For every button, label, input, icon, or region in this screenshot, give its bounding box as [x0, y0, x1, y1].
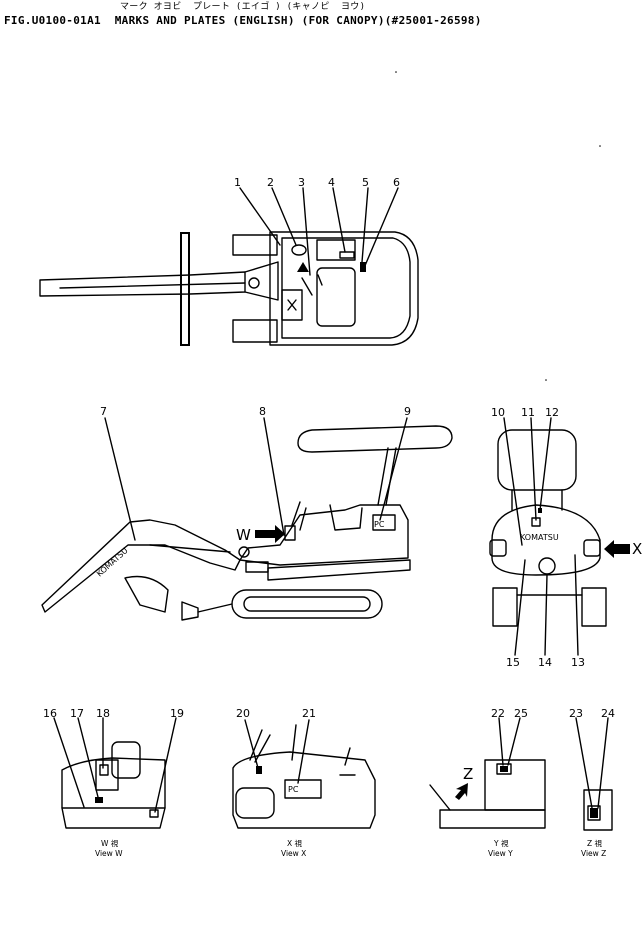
view-y-caption-kanji: Y 視	[493, 839, 509, 848]
plate-2	[291, 244, 307, 256]
callout-14: 14	[538, 656, 552, 669]
view-w-caption: View W	[95, 849, 123, 858]
view-z-caption: View Z	[581, 849, 606, 858]
view-y-body	[484, 759, 546, 811]
callout-12: 12	[545, 406, 559, 419]
callout-17: 17	[70, 707, 84, 720]
callout-15: 15	[506, 656, 520, 669]
view-x: PC 20 21 X 視 View X	[232, 707, 376, 858]
canopy-roof	[297, 425, 453, 453]
view-z-arrow	[455, 783, 468, 800]
track-bottom	[232, 319, 278, 343]
view-x-caption: View X	[281, 849, 306, 858]
callout-25: 25	[514, 707, 528, 720]
rear-track-right	[581, 587, 607, 627]
callout-7: 7	[100, 405, 107, 418]
callout-4: 4	[328, 176, 335, 189]
pc-mark: PC	[374, 520, 385, 529]
callout-9: 9	[404, 405, 411, 418]
view-w-arrow	[255, 525, 285, 543]
view-y-caption: View Y	[488, 849, 513, 858]
view-w: 16 17 18 19 W 視 View W	[43, 707, 184, 858]
callout-20: 20	[236, 707, 250, 720]
callout-1: 1	[234, 176, 241, 189]
upper-body	[239, 504, 409, 566]
title-japanese: マーク オヨビ プレート (エイゴ ) (キャノピ ヨウ)	[120, 2, 366, 12]
callout-2: 2	[267, 176, 274, 189]
view-x-pc-plate	[284, 779, 322, 799]
callout-19: 19	[170, 707, 184, 720]
blade-outline	[180, 232, 190, 346]
bucket	[124, 575, 169, 613]
callout-13: 13	[571, 656, 585, 669]
figure-title: FIG.U0100-01A1 MARKS AND PLATES (ENGLISH…	[4, 14, 482, 27]
callout-8: 8	[259, 405, 266, 418]
callout-3: 3	[298, 176, 305, 189]
callout-5: 5	[362, 176, 369, 189]
view-z-body	[583, 789, 613, 831]
view-z: 23 24 Z 視 View Z	[569, 707, 615, 858]
view-z-caption-kanji: Z 視	[587, 839, 603, 848]
track-top	[232, 234, 278, 256]
plate-5	[360, 262, 366, 272]
plate-4	[339, 251, 355, 259]
view-x-body	[232, 751, 376, 829]
boom	[41, 519, 241, 613]
view-w-label: W	[236, 526, 251, 544]
callout-11: 11	[521, 406, 535, 419]
pc-plate	[372, 514, 396, 531]
view-w-caption-kanji: W 視	[101, 839, 119, 848]
svg-text:PC: PC	[288, 785, 299, 794]
side-track	[231, 589, 383, 619]
callout-18: 18	[96, 707, 110, 720]
callout-24: 24	[601, 707, 615, 720]
callout-16: 16	[43, 707, 57, 720]
top-view: 1 2 3 4 5 6	[39, 176, 419, 346]
view-x-arrow	[604, 540, 630, 558]
komatsu-mark: KOMATSU	[520, 533, 559, 542]
rear-view: KOMATSU X 10 11 12 15 14 13	[489, 406, 642, 669]
callout-23: 23	[569, 707, 583, 720]
callout-22: 22	[491, 707, 505, 720]
view-x-caption-kanji: X 視	[287, 839, 303, 848]
rear-track-left	[492, 587, 518, 627]
plate-3-arrow	[297, 262, 309, 272]
callout-6: 6	[393, 176, 400, 189]
view-z-label: Z	[463, 765, 473, 783]
side-view: PC KOMATSU W 7 8 9	[41, 405, 453, 621]
rear-canopy	[497, 429, 577, 491]
callout-21: 21	[302, 707, 316, 720]
view-x-label: X	[632, 540, 642, 558]
view-y-base	[439, 809, 546, 829]
callout-10: 10	[491, 406, 505, 419]
upper-structure	[269, 231, 419, 346]
view-y: Z 22 25 Y 視 View Y	[429, 707, 546, 858]
